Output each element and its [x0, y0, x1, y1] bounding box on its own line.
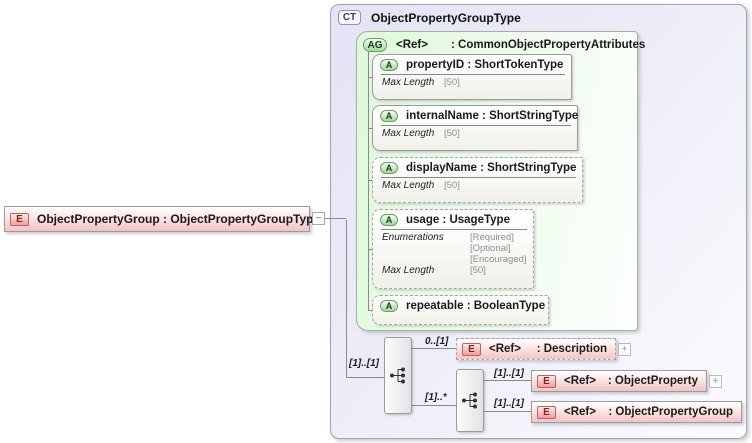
complex-type-header: CT ObjectPropertyGroupType: [338, 10, 521, 25]
element-ref-type: : ObjectProperty: [607, 375, 698, 387]
connector-line: [368, 77, 372, 78]
sequence-icon: [461, 392, 477, 409]
attribute-icon: A: [380, 110, 398, 122]
element-ref-objectpropertygroup[interactable]: E <Ref> : ObjectPropertyGroup: [531, 401, 742, 423]
facet-value: [Encouraged]: [470, 254, 527, 265]
facet-value: [50]: [444, 180, 460, 191]
element-icon: E: [10, 212, 29, 226]
facet-label: Max Length: [382, 180, 435, 191]
attribute-usage[interactable]: A usage : UsageType Enumerations [Requir…: [372, 209, 534, 289]
connector-line: [368, 128, 372, 129]
attribute-icon: A: [380, 214, 398, 226]
element-ref-label: <Ref>: [489, 343, 521, 355]
attribute-icon: A: [380, 59, 398, 71]
expand-button[interactable]: +: [709, 375, 722, 388]
connector-line: [346, 377, 384, 378]
cardinality-label: [1]..[1]: [494, 368, 524, 379]
attribute-label: usage : UsageType: [406, 214, 510, 226]
attribute-propertyid[interactable]: A propertyID : ShortTokenType Max Length…: [372, 54, 572, 100]
attribute-group-icon: AG: [363, 38, 387, 52]
element-ref-label: <Ref>: [564, 406, 596, 418]
element-ref-objectproperty[interactable]: E <Ref> : ObjectProperty: [531, 370, 707, 392]
facet-value: [50]: [444, 128, 460, 139]
facet-label: Max Length: [382, 77, 435, 88]
cardinality-label: [1]..*: [425, 392, 447, 403]
connector-line: [412, 405, 456, 406]
facet-value: [50]: [470, 265, 486, 276]
attribute-group-header: AG <Ref> : CommonObjectPropertyAttribute…: [363, 38, 645, 52]
complex-type-icon: CT: [338, 10, 361, 25]
sequence-compositor[interactable]: [384, 337, 412, 414]
attribute-group-box: AG <Ref> : CommonObjectPropertyAttribute…: [356, 31, 645, 331]
element-icon: E: [537, 374, 556, 388]
connector-line: [368, 249, 372, 250]
element-ref-type: : Description: [536, 343, 607, 355]
collapse-button[interactable]: −: [312, 212, 325, 225]
attribute-label: displayName : ShortStringType: [406, 162, 577, 174]
element-icon: E: [537, 405, 556, 419]
facet-label: Enumerations: [382, 232, 444, 243]
connector-line: [484, 411, 531, 412]
expand-button[interactable]: +: [618, 343, 631, 356]
facet-label: Max Length: [382, 265, 435, 276]
cardinality-label: [1]..[1]: [494, 398, 524, 409]
connector-line: [310, 218, 346, 219]
complex-type-title: ObjectPropertyGroupType: [371, 10, 521, 25]
attribute-repeatable[interactable]: A repeatable : BooleanType: [372, 295, 549, 325]
attribute-label: repeatable : BooleanType: [406, 300, 546, 312]
facet-value: [Optional]: [470, 243, 511, 254]
attribute-label: propertyID : ShortTokenType: [406, 59, 564, 71]
connector-line: [412, 348, 456, 349]
element-objectpropertygroup[interactable]: E ObjectPropertyGroup : ObjectPropertyGr…: [4, 206, 320, 232]
element-ref-type: : ObjectPropertyGroup: [608, 406, 733, 418]
cardinality-label: 0..[1]: [425, 336, 449, 347]
facet-label: Max Length: [382, 128, 435, 139]
facet-value: [Required]: [470, 232, 514, 243]
attribute-group-type: : CommonObjectPropertyAttributes: [451, 39, 646, 51]
complex-type-box: CT ObjectPropertyGroupType AG <Ref> : Co…: [330, 4, 747, 439]
element-icon: E: [462, 342, 481, 356]
connector-line: [368, 180, 372, 181]
attribute-icon: A: [380, 300, 398, 312]
attribute-displayname[interactable]: A displayName : ShortStringType Max Leng…: [372, 157, 583, 203]
attribute-internalname[interactable]: A internalName : ShortStringType Max Len…: [372, 105, 578, 151]
cardinality-label: [1]..[1]: [349, 358, 379, 369]
attribute-icon: A: [380, 162, 398, 174]
attribute-label: internalName : ShortStringType: [406, 110, 579, 122]
connector-line: [484, 380, 531, 381]
connector-line: [346, 220, 347, 378]
element-ref-label: <Ref>: [564, 375, 596, 387]
element-ref-description[interactable]: E <Ref> : Description: [456, 338, 616, 360]
element-label: ObjectPropertyGroup : ObjectPropertyGrou…: [37, 212, 321, 226]
sequence-icon: [389, 367, 405, 384]
connector-line: [368, 52, 369, 310]
connector-line: [368, 310, 372, 311]
attribute-group-ref: <Ref>: [396, 39, 428, 51]
facet-value: [50]: [444, 77, 460, 88]
choice-compositor[interactable]: [456, 369, 484, 432]
